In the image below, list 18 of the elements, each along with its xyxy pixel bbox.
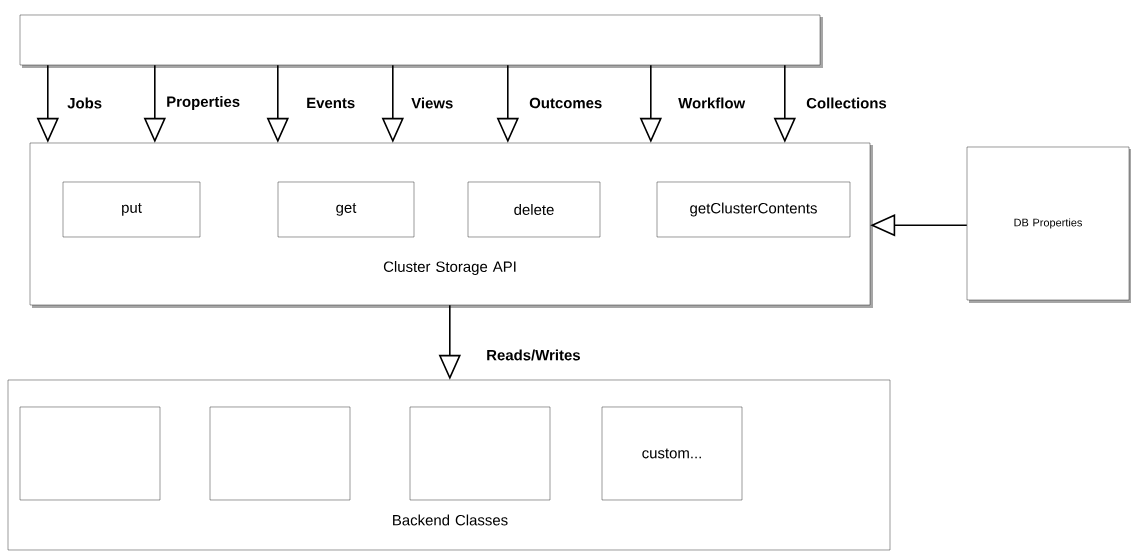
component-box: get <box>277 181 415 238</box>
component-box: getClusterContents <box>656 181 851 238</box>
component-box <box>409 406 551 501</box>
edge-label: Properties <box>165 95 242 111</box>
edge-label: Collections <box>805 96 888 110</box>
edge-label: Reads/Writes <box>485 348 582 362</box>
component-box: delete <box>467 181 601 238</box>
edge-label: Outcomes <box>528 96 604 110</box>
component-box: put <box>62 181 201 238</box>
edge-label: Workflow <box>677 96 747 110</box>
component-box: DB Properties <box>966 146 1131 303</box>
component-box <box>209 406 351 501</box>
header-bar <box>19 14 823 68</box>
edge-label: Events <box>305 96 357 110</box>
edge-label: Views <box>410 96 455 110</box>
component-box: custom... <box>601 406 743 501</box>
edge-label: Jobs <box>66 96 104 110</box>
component-box <box>19 406 161 501</box>
